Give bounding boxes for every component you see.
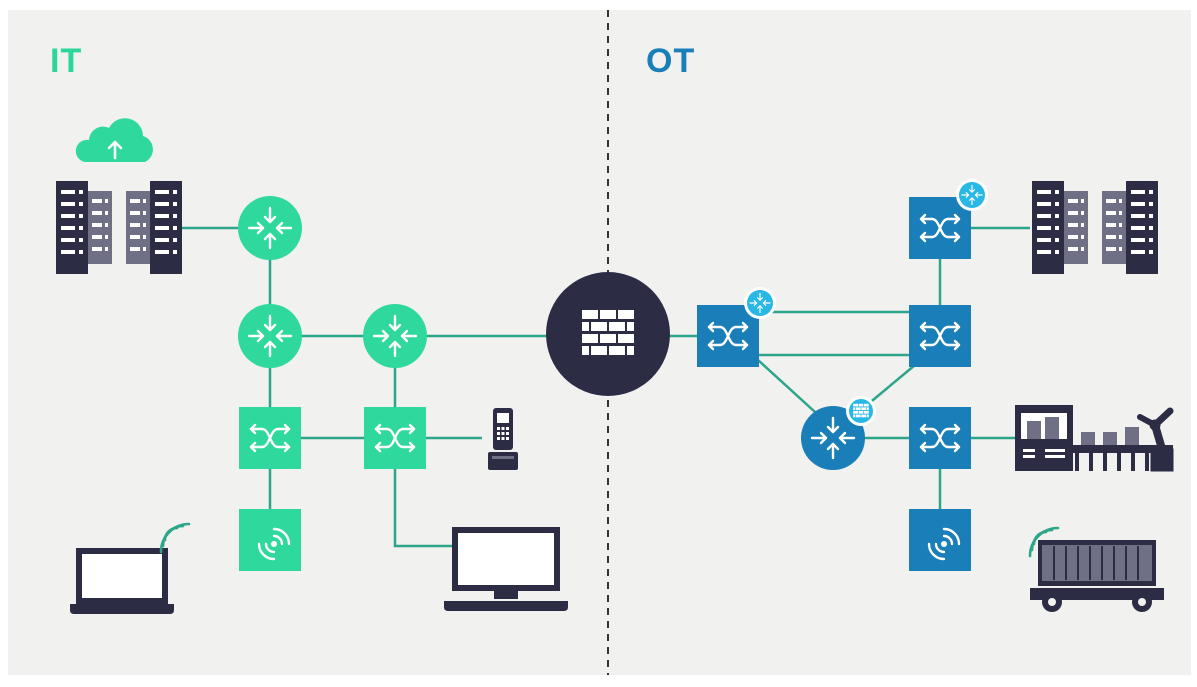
firewall-badge-icon: [846, 396, 876, 426]
router-icon[interactable]: [363, 304, 427, 368]
it-zone-label: IT: [50, 42, 83, 80]
ot-zone-label: OT: [646, 42, 696, 80]
desktop-computer-icon: [444, 527, 568, 611]
wireless-laptop-icon: [70, 522, 191, 614]
switch-icon[interactable]: [909, 407, 971, 469]
wireless-access-point-icon[interactable]: [239, 509, 301, 571]
switch-icon[interactable]: [364, 407, 426, 469]
firewall-router-icon[interactable]: [801, 396, 876, 470]
layer3-switch-icon[interactable]: [909, 179, 988, 259]
router-icon[interactable]: [238, 304, 302, 368]
firewall-icon[interactable]: [546, 272, 670, 396]
switch-icon[interactable]: [239, 407, 301, 469]
wireless-access-point-icon[interactable]: [909, 509, 971, 571]
link-ot-left-router: [757, 359, 816, 413]
robot-production-line-icon: [1015, 405, 1174, 472]
switch-icon[interactable]: [909, 305, 971, 367]
layer3-switch-icon[interactable]: [697, 287, 776, 367]
router-icon[interactable]: [238, 196, 302, 260]
desk-phone-icon: [488, 408, 518, 470]
link-switch-desktop: [393, 438, 452, 548]
cloud-icon: [75, 118, 153, 162]
router-badge-icon: [744, 287, 776, 319]
wireless-agv-container-icon: [1028, 526, 1164, 612]
router-badge-icon: [956, 179, 988, 211]
